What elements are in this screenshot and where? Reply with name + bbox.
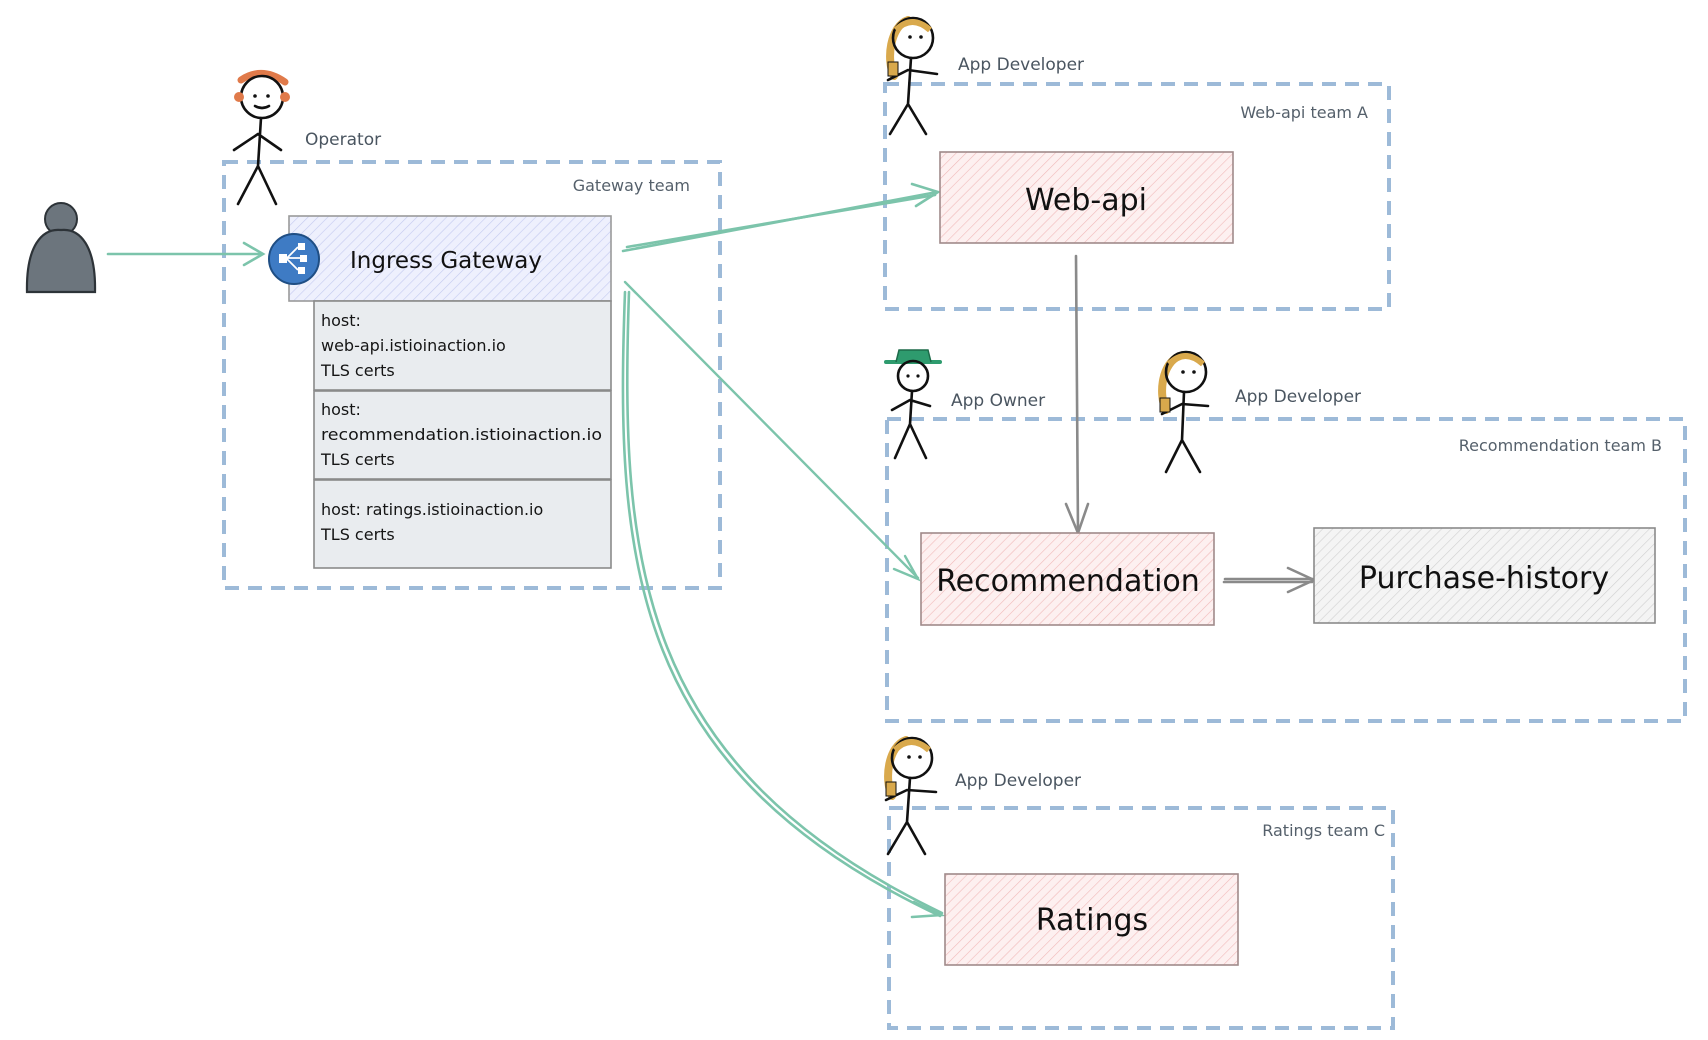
web-api-developer-stick-figure-icon <box>886 16 939 136</box>
gateway-to-ratings-arrow <box>621 290 946 919</box>
host-entry-web-api[interactable]: host: web-api.istioinaction.io TLS certs <box>313 300 612 391</box>
ingress-gateway-box <box>288 215 612 302</box>
ratings-team-box <box>887 806 1395 1030</box>
web-api-label: Web-api <box>1025 183 1147 218</box>
user-to-gateway-arrow <box>106 241 266 267</box>
gateway-to-recommendation-arrow <box>623 280 921 582</box>
ratings-label: Ratings <box>1036 903 1148 938</box>
ratings-service[interactable]: Ratings <box>944 873 1239 966</box>
host-line: host: <box>321 400 361 419</box>
ratings-developer-label: App Developer <box>955 771 1081 791</box>
operator-stick-figure-icon <box>232 70 290 206</box>
host-entry-recommendation[interactable]: host: recommendation.istioinaction.io TL… <box>313 390 612 480</box>
app-owner-stick-figure-icon <box>884 349 942 460</box>
web-api-service[interactable]: Web-api <box>939 151 1234 244</box>
host-entry-ratings[interactable]: host: ratings.istioinaction.io TLS certs <box>313 479 612 569</box>
host-line: host: ratings.istioinaction.io <box>321 500 543 519</box>
ingress-gateway-label: Ingress Gateway <box>350 248 542 274</box>
recommendation-team-label: Recommendation team B <box>1459 436 1662 455</box>
host-line: web-api.istioinaction.io <box>321 336 506 355</box>
web-api-developer-label: App Developer <box>958 55 1084 75</box>
web-api-team-box <box>883 82 1391 311</box>
ratings-team-label: Ratings team C <box>1262 821 1385 840</box>
purchase-history-label: Purchase-history <box>1359 561 1609 596</box>
host-line: TLS certs <box>320 525 395 544</box>
app-owner-label: App Owner <box>951 391 1045 411</box>
purchase-history-service[interactable]: Purchase-history <box>1313 527 1656 624</box>
recommendation-label: Recommendation <box>936 564 1200 599</box>
recommendation-to-purchase-history-arrow <box>1222 566 1318 594</box>
recommendation-team-box <box>885 417 1687 723</box>
web-api-to-recommendation-arrow <box>1064 254 1090 537</box>
web-api-team-label: Web-api team A <box>1240 103 1368 122</box>
host-line: TLS certs <box>320 450 395 469</box>
recommendation-developer-label: App Developer <box>1235 387 1361 407</box>
operator-label: Operator <box>305 130 381 150</box>
recommendation-developer-stick-figure-icon <box>1158 350 1210 474</box>
recommendation-service[interactable]: Recommendation <box>920 532 1215 626</box>
host-line: host: <box>321 311 361 330</box>
gateway-to-web-api-arrow <box>621 182 942 253</box>
host-line: TLS certs <box>320 361 395 380</box>
user-silhouette-icon <box>25 202 97 294</box>
host-line: recommendation.istioinaction.io <box>321 425 602 444</box>
ratings-developer-stick-figure-icon <box>884 736 938 856</box>
gateway-team-label: Gateway team <box>573 176 690 195</box>
ingress-gateway[interactable]: Ingress Gateway <box>288 215 612 302</box>
gateway-hub-icon <box>268 233 320 285</box>
